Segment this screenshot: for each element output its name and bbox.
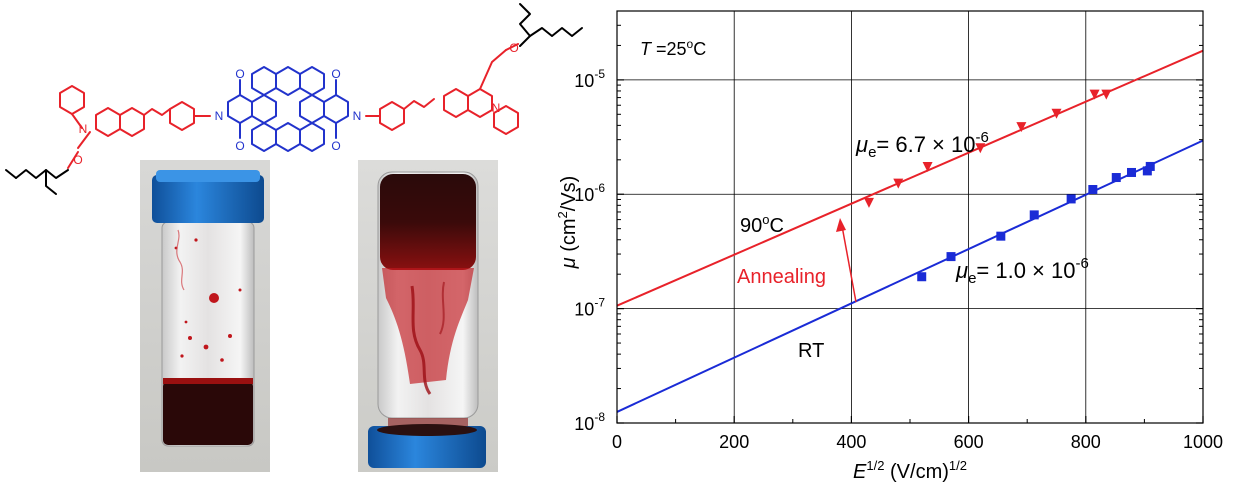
n-to-alkyl-bond [77, 131, 91, 149]
data-point-triangle [1101, 89, 1112, 100]
x-tick-label: 0 [612, 432, 622, 452]
vial-photo-right [358, 160, 498, 472]
mobility-blue-sub: e [968, 270, 976, 287]
label-90c-value: 90 [740, 215, 762, 237]
data-point-triangle [1051, 108, 1062, 119]
tick-layer: 0 200 400 600 800 1000 10-8 10-7 10-6 10-5 [574, 24, 1223, 452]
x-tick-label: 600 [954, 432, 984, 452]
ether-bond-right [505, 43, 519, 51]
label-90c: 90oC [740, 212, 784, 237]
data-point-square [917, 272, 927, 282]
temperature-value: =25 [651, 39, 687, 59]
data-point-triangle [975, 143, 986, 154]
x-axis-label-sup: 1/2 [866, 458, 884, 473]
x-tick-label: 1000 [1183, 432, 1223, 452]
temperature-annotation: T =25oC [640, 37, 706, 59]
data-points [863, 89, 1155, 282]
atom-o-right: O [509, 41, 518, 55]
mobility-red-annotation: μe= 6.7 × 10-6 [855, 129, 989, 161]
data-point-triangle [893, 178, 904, 189]
label-rt: RT [798, 340, 824, 362]
vial-photo-left [140, 160, 270, 472]
grid-layer [617, 11, 1203, 423]
data-point-square [1127, 167, 1137, 177]
vial-left-cap [152, 175, 264, 223]
atom-o-imide-right-top: O [331, 67, 340, 81]
data-point-square [1111, 173, 1121, 183]
temperature-unit: C [693, 39, 706, 59]
data-point-square [1066, 194, 1076, 204]
label-90c-sup: o [762, 212, 769, 227]
vial-right-gel [380, 174, 476, 270]
y-axis-label-close: /Vs) [558, 176, 580, 212]
mobility-chart: 0 200 400 600 800 1000 10-8 10-7 10-6 10-5 μ (cm2… [555, 10, 1223, 483]
x-axis-label-sup2: 1/2 [949, 458, 967, 473]
y-axis-label: μ (cm2/Vs) [555, 176, 580, 270]
temperature-symbol: T [640, 39, 653, 59]
mobility-blue-symbol: μ [955, 258, 968, 283]
right-donor-unit [365, 49, 519, 135]
right-alkyl-chain [519, 3, 583, 47]
label-annealing: Annealing [737, 266, 826, 288]
y-tick-label: 10-7 [574, 296, 605, 320]
vial-right-cap [368, 426, 486, 468]
label-90c-unit: C [769, 215, 783, 237]
x-tick-label: 800 [1071, 432, 1101, 452]
mobility-red-sup: -6 [976, 129, 989, 146]
y-axis-label-sup: 2 [555, 211, 570, 218]
x-tick-label: 400 [836, 432, 866, 452]
y-tick-label: 10-6 [574, 181, 605, 205]
annealing-arrow-shaft [841, 225, 857, 303]
atom-o-imide-right-bottom: O [331, 139, 340, 153]
atom-n-right: N [492, 101, 501, 115]
fit-line-1 [616, 139, 1204, 413]
mobility-red-sub: e [868, 144, 876, 161]
x-axis-label-rest: (V/cm) [884, 461, 948, 483]
temperature-sup: o [687, 37, 694, 51]
mobility-red-value: = 6.7 × 10 [876, 132, 975, 157]
data-point-square [946, 252, 956, 262]
y-axis-label-open: (cm [558, 218, 580, 257]
x-axis-label-main: E [853, 461, 867, 483]
atom-o-left: O [73, 153, 82, 167]
data-point-square [1029, 210, 1039, 220]
data-point-triangle [1016, 122, 1027, 133]
x-tick-label: 200 [719, 432, 749, 452]
atom-o-imide-left-top: O [235, 67, 244, 81]
left-donor-unit [59, 85, 211, 137]
x-axis-label: E1/2 (V/cm)1/2 [853, 458, 967, 483]
molecule-structure: N O N O O N O O N O [5, 3, 583, 195]
data-point-triangle [863, 197, 874, 208]
data-point-triangle [922, 161, 933, 172]
vial-left-solution [163, 381, 253, 445]
y-tick-label: 10-5 [574, 67, 605, 91]
mobility-blue-annotation: μe= 1.0 × 10-6 [955, 255, 1089, 287]
plot-area [617, 11, 1203, 423]
droplets [174, 238, 242, 362]
ether-bond-left [67, 151, 79, 169]
y-axis-label-symbol: μ [558, 257, 580, 269]
data-point-triangle [1089, 89, 1100, 100]
y-tick-label: 10-8 [574, 410, 605, 434]
perylene-diimide-core [227, 66, 349, 152]
left-alkyl-chain [5, 169, 69, 195]
atom-n-imide-right: N [353, 109, 362, 123]
mobility-blue-sup: -6 [1076, 255, 1089, 272]
mobility-blue-value: = 1.0 × 10 [976, 258, 1075, 283]
mobility-red-symbol: μ [855, 132, 868, 157]
atom-o-imide-left-bottom: O [235, 139, 244, 153]
data-point-square [1088, 185, 1098, 195]
atom-n-imide-left: N [215, 109, 224, 123]
data-point-square [1145, 161, 1155, 171]
atom-n-left: N [79, 122, 88, 136]
data-point-square [996, 231, 1006, 241]
annealing-arrow-head [836, 218, 846, 232]
